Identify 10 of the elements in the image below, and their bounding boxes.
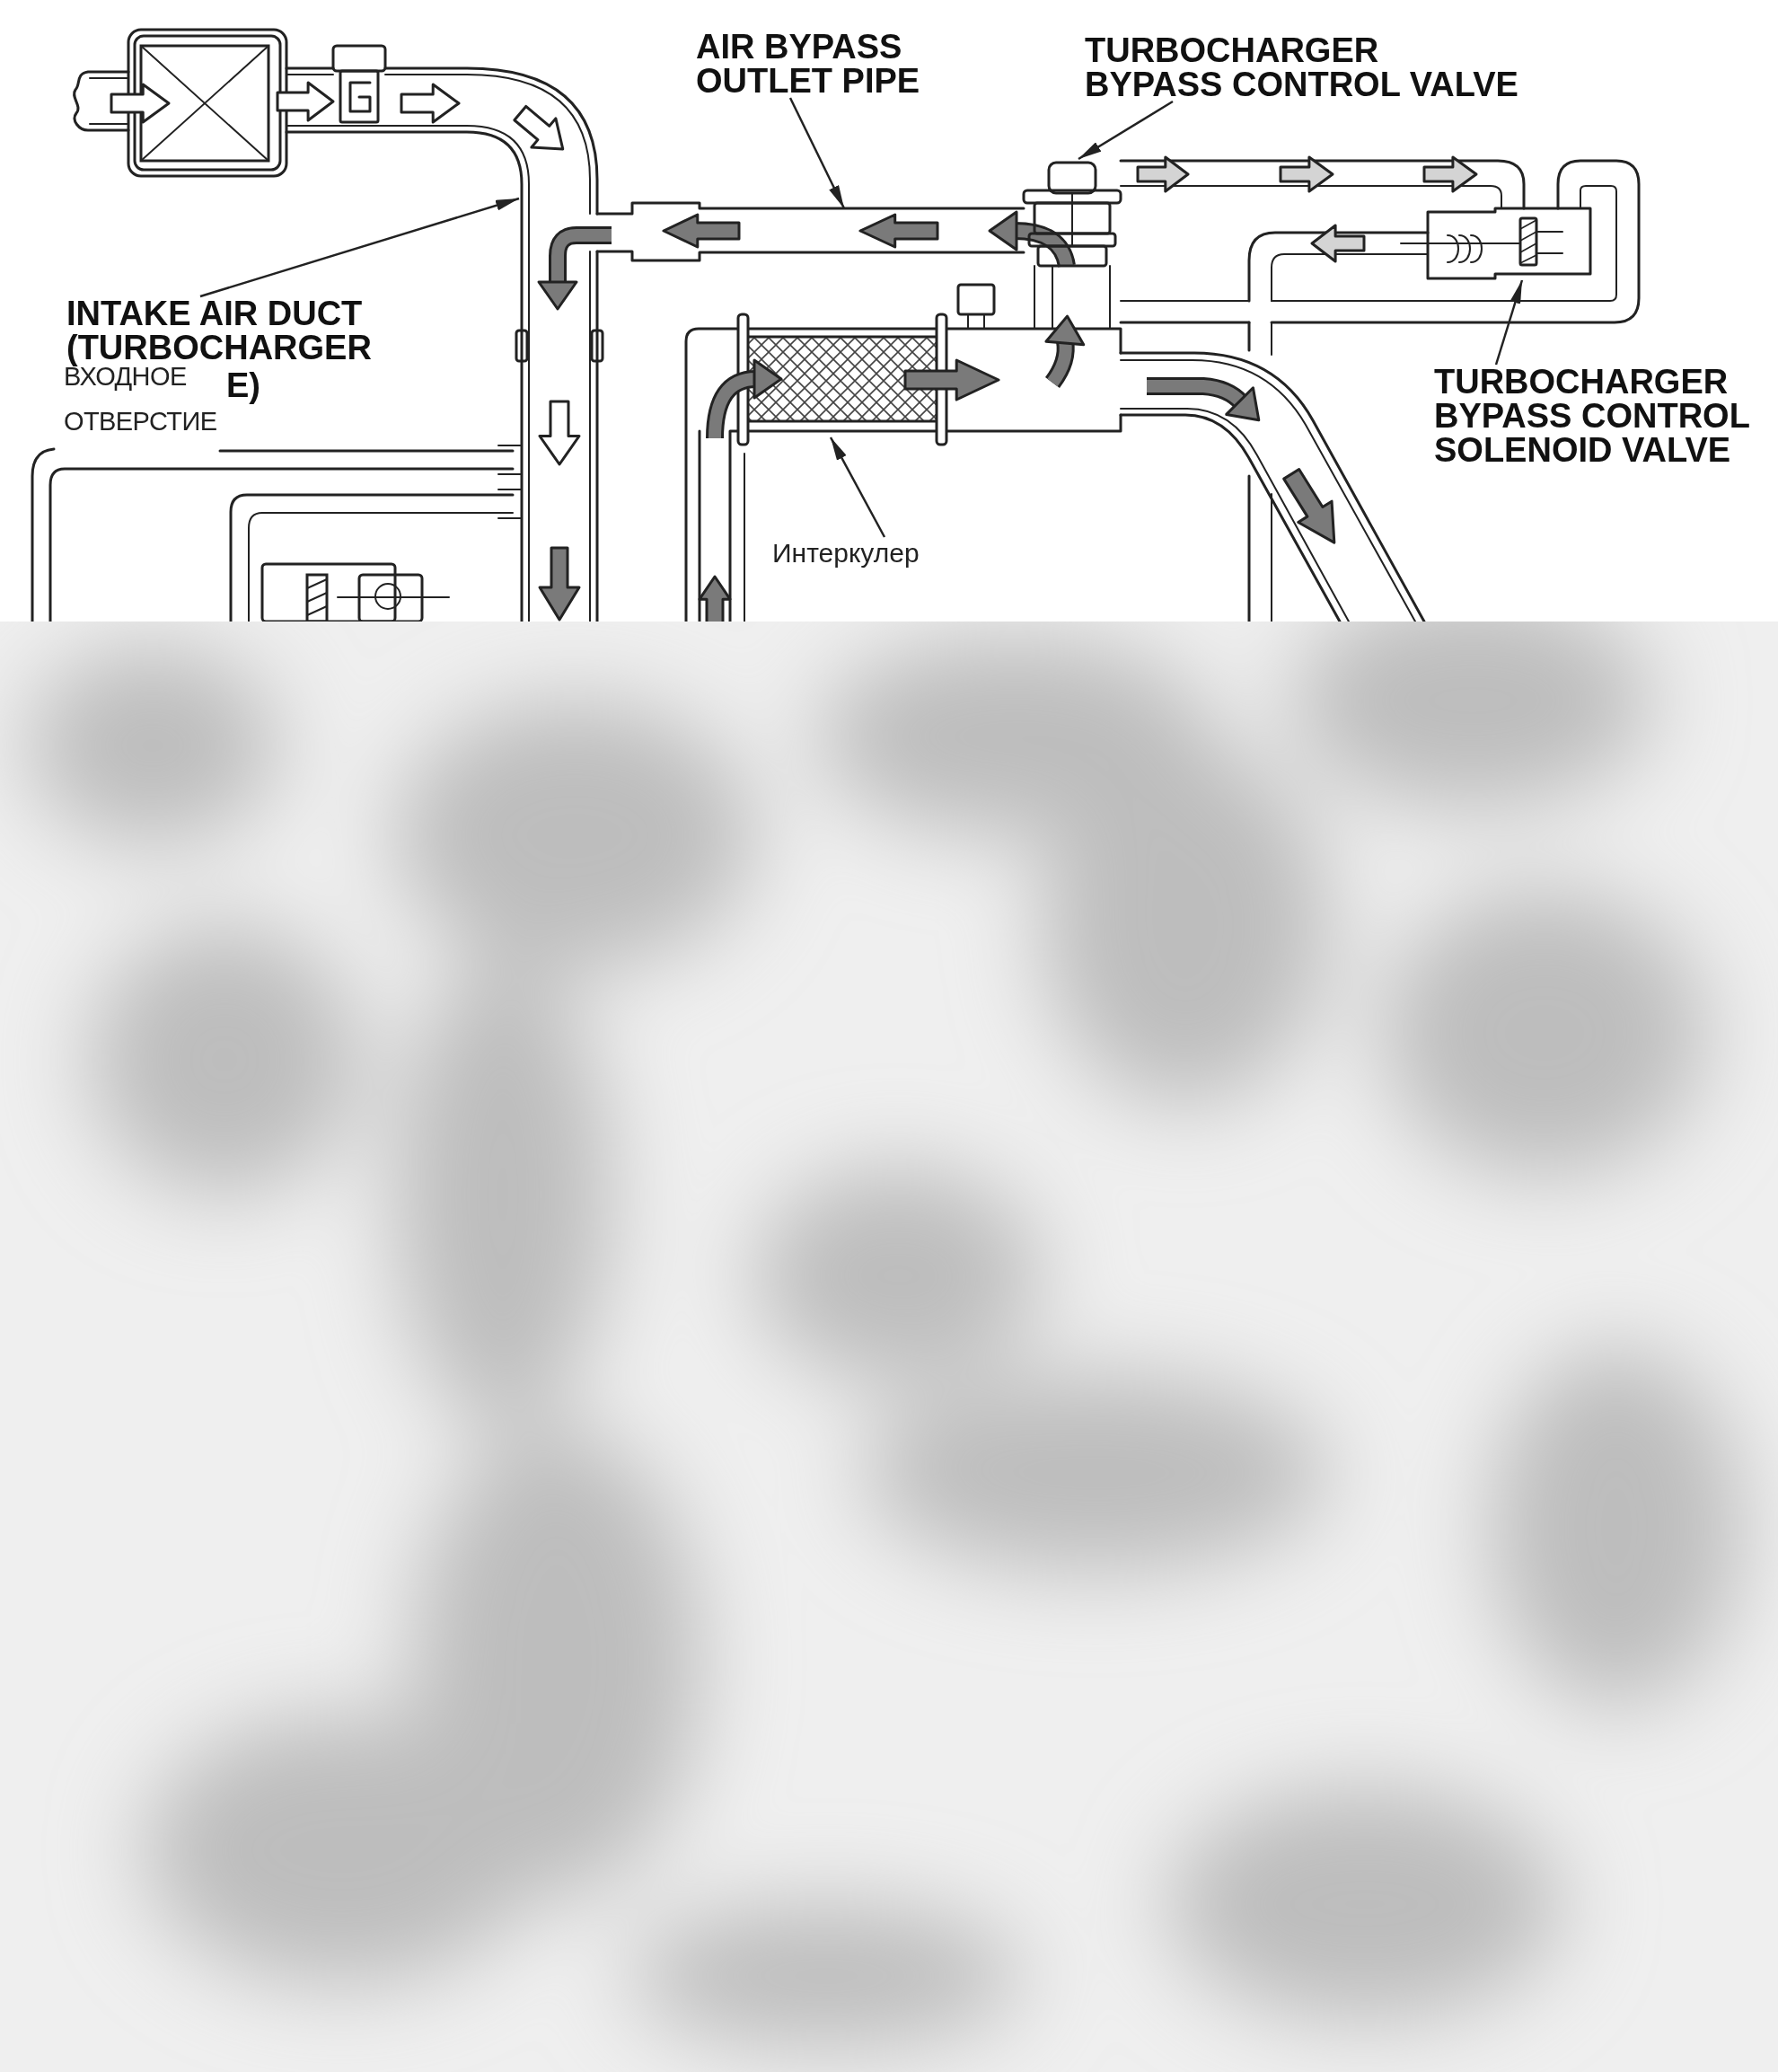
part-label: E) [226, 368, 260, 402]
leader-line [829, 436, 886, 538]
leader-line [1078, 100, 1174, 161]
part-label: TURBOCHARGER BYPASS CONTROL VALVE [1085, 33, 1518, 101]
leader-line [788, 97, 846, 209]
leader-line [1494, 279, 1524, 366]
leader-line [199, 197, 520, 298]
part-label: AIR BYPASS OUTLET PIPE [696, 30, 920, 98]
part-label: Интеркулер [772, 537, 920, 569]
part-label: TURBOCHARGER BYPASS CONTROL SOLENOID VALVE [1434, 365, 1750, 467]
